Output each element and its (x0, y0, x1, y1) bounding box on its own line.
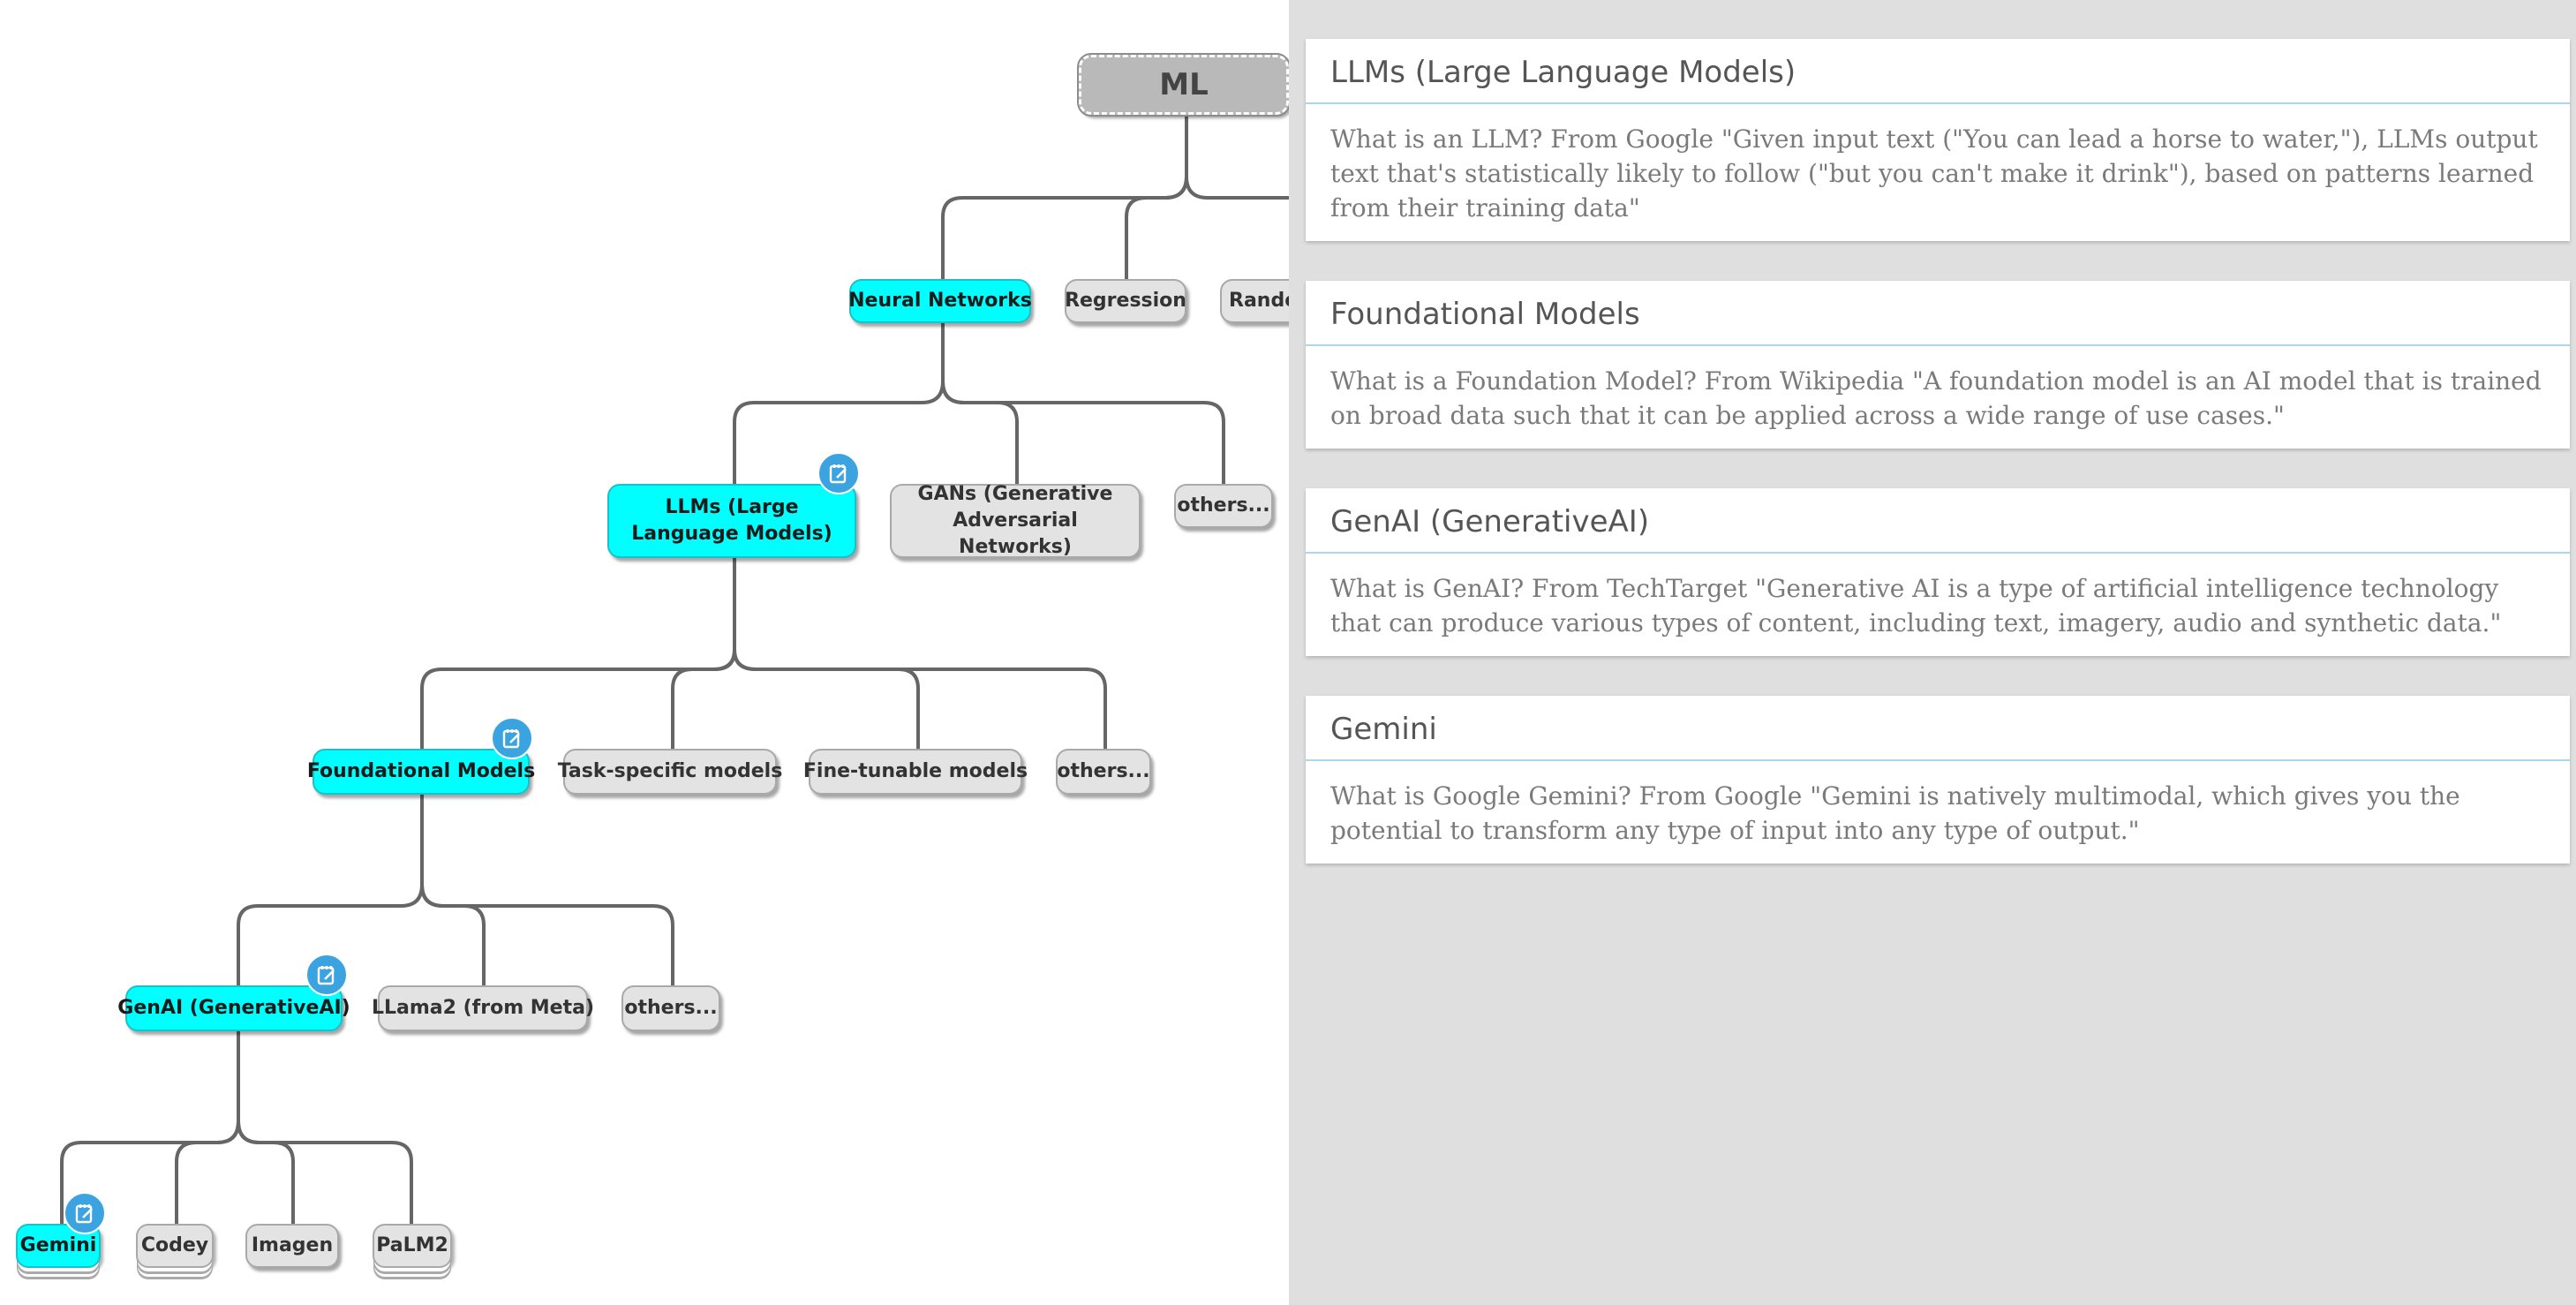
node-others-l3[interactable]: others... (1056, 749, 1151, 795)
note-card[interactable]: LLMs (Large Language Models) What is an … (1306, 39, 2570, 241)
note-card-body: What is a Foundation Model? From Wikiped… (1330, 366, 2542, 430)
note-card[interactable]: GenAI (GenerativeAI) What is GenAI? From… (1306, 488, 2570, 656)
edge-genai-imagen (237, 1120, 295, 1226)
node-llms[interactable]: LLMs (Large Language Models) (607, 484, 856, 558)
node-genai[interactable]: GenAI (GenerativeAI) (117, 985, 350, 1031)
node-others-l2[interactable]: others... (1174, 484, 1273, 528)
edge-genai-codey (175, 1120, 240, 1226)
note-card-body: What is Google Gemini? From Google "Gemi… (1330, 781, 2460, 845)
edge-found-llama (420, 883, 486, 987)
note-card-body: What is GenAI? From TechTarget "Generati… (1330, 574, 2502, 637)
node-gemini[interactable]: Gemini (16, 1224, 101, 1268)
node-task-specific[interactable]: Task-specific models (558, 749, 782, 795)
edge-found-others (420, 883, 674, 987)
node-codey[interactable]: Codey (136, 1224, 214, 1268)
note-card-title: GenAI (GenerativeAI) (1306, 488, 2570, 554)
note-card-body: What is an LLM? From Google "Given input… (1330, 124, 2538, 223)
node-foundational-models[interactable]: Foundational Models (307, 749, 535, 795)
mindmap-canvas[interactable]: ML Neural Networks Regression Rando LLMs… (0, 0, 1289, 1305)
node-others-l4[interactable]: others... (621, 985, 720, 1031)
notes-panel[interactable]: LLMs (Large Language Models) What is an … (1289, 0, 2576, 1305)
edge-ml-regression (1125, 175, 1188, 283)
node-imagen[interactable]: Imagen (245, 1224, 339, 1268)
note-card[interactable]: Gemini What is Google Gemini? From Googl… (1306, 696, 2570, 864)
node-neural-networks[interactable]: Neural Networks (848, 279, 1032, 323)
note-card-title: LLMs (Large Language Models) (1306, 39, 2570, 104)
edge-llm-others (733, 648, 1107, 751)
mindmap-connectors (60, 113, 1289, 1226)
node-fine-tunable[interactable]: Fine-tunable models (803, 749, 1028, 795)
edge-nn-others (941, 380, 1225, 486)
node-gans[interactable]: GANs (Generative Adversarial Networks) (890, 483, 1141, 558)
edge-llm-task (671, 648, 736, 751)
edge-llm-finetune (733, 648, 920, 751)
edge-nn-llm (733, 321, 945, 486)
edge-nn-gans (941, 380, 1019, 486)
note-card[interactable]: Foundational Models What is a Foundation… (1306, 281, 2570, 449)
edge-genai-palm2 (237, 1120, 413, 1226)
edge-ml-random (1185, 175, 1289, 200)
node-random[interactable]: Rando (1220, 279, 1289, 323)
note-icon[interactable] (491, 717, 533, 759)
node-palm2[interactable]: PaLM2 (373, 1224, 452, 1268)
note-icon[interactable] (817, 452, 860, 494)
edge-llm-foundational (420, 556, 736, 751)
node-root-ml[interactable]: ML (1077, 53, 1289, 117)
note-icon[interactable] (64, 1192, 106, 1234)
node-regression[interactable]: Regression (1065, 279, 1186, 323)
note-card-title: Gemini (1306, 696, 2570, 761)
note-icon[interactable] (305, 954, 348, 996)
edge-found-genai (237, 793, 424, 987)
node-llama2[interactable]: LLama2 (from Meta) (372, 985, 594, 1031)
note-card-title: Foundational Models (1306, 281, 2570, 346)
